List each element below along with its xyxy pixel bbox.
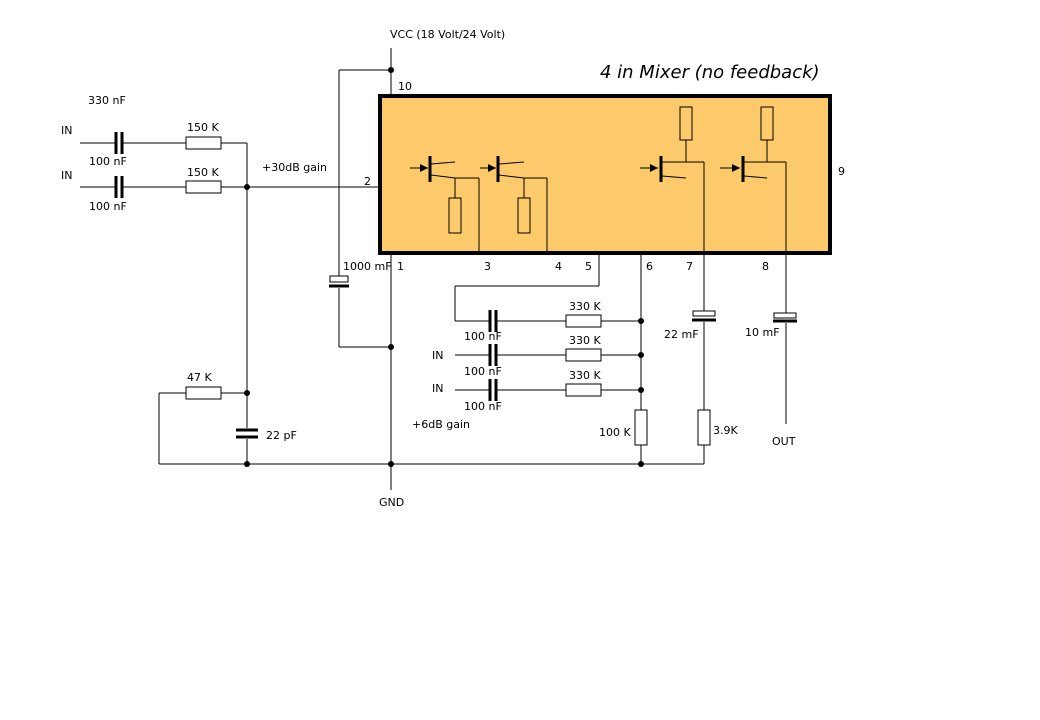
pin-10-label: 10	[398, 80, 412, 93]
resistor-mix1-label: 330 K	[569, 300, 601, 313]
input-c-label: IN	[432, 349, 443, 362]
pin-4-label: 4	[555, 260, 562, 273]
pin-7-label: 7	[686, 260, 693, 273]
resistor-100k-label: 100 K	[599, 426, 631, 439]
pin-1-label: 1	[397, 260, 404, 273]
vcc-label: VCC (18 Volt/24 Volt)	[390, 28, 505, 41]
input-d-path	[455, 379, 644, 401]
input-b-path	[80, 176, 380, 198]
capacitor-1000mf	[329, 275, 394, 350]
resistor-mix2-label: 330 K	[569, 334, 601, 347]
capacitor-330nf-label: 330 nF	[88, 94, 126, 107]
pin-5-label: 5	[585, 260, 592, 273]
resistor-47k-label: 47 K	[187, 371, 212, 384]
pin-9-label: 9	[838, 165, 845, 178]
vcc-rail	[338, 48, 394, 276]
gnd-label: GND	[379, 496, 404, 509]
pin8-output-network	[773, 253, 797, 424]
input-a-path	[80, 132, 248, 187]
transistor-q3	[640, 106, 705, 253]
diagram-title: 4 in Mixer (no feedback)	[600, 62, 820, 83]
pin-2-label: 2	[364, 175, 371, 188]
capacitor-1000mf-label: 1000 mF	[343, 260, 392, 273]
capacitor-in2-label: 100 nF	[89, 200, 127, 213]
capacitor-22mf-label: 22 mF	[664, 328, 699, 341]
pin-6-label: 6	[646, 260, 653, 273]
pin-3-label: 3	[484, 260, 491, 273]
transistor-q2	[480, 156, 548, 253]
mixer-gain-label: +6dB gain	[412, 418, 470, 431]
input-c-path	[455, 344, 644, 366]
resistor-in2-label: 150 K	[187, 166, 219, 179]
main-gain-label: +30dB gain	[262, 161, 327, 174]
input-a-label: IN	[61, 124, 72, 137]
mixer-input-pin5-path	[454, 253, 644, 332]
capacitor-10mf-label: 10 mF	[745, 326, 780, 339]
resistor-3k9-label: 3.9K	[713, 424, 738, 437]
capacitor-mix3-label: 100 nF	[464, 400, 502, 413]
capacitor-22pf-label: 22 pF	[266, 429, 297, 442]
pin7-network	[692, 253, 716, 464]
transistor-q1	[410, 156, 480, 253]
resistor-mix3-label: 330 K	[569, 369, 601, 382]
transistor-q4	[720, 106, 787, 253]
feedback-network	[158, 187, 258, 464]
pin-8-label: 8	[762, 260, 769, 273]
output-label: OUT	[772, 435, 796, 448]
ic-chip	[378, 94, 832, 255]
ground-rail	[159, 461, 704, 467]
resistor-in1-label: 150 K	[187, 121, 219, 134]
capacitor-in1-label: 100 nF	[89, 155, 127, 168]
pin6-bus	[634, 253, 648, 464]
input-b-label: IN	[61, 169, 72, 182]
capacitor-mix2-label: 100 nF	[464, 365, 502, 378]
capacitor-mix1-label: 100 nF	[464, 330, 502, 343]
input-d-label: IN	[432, 382, 443, 395]
